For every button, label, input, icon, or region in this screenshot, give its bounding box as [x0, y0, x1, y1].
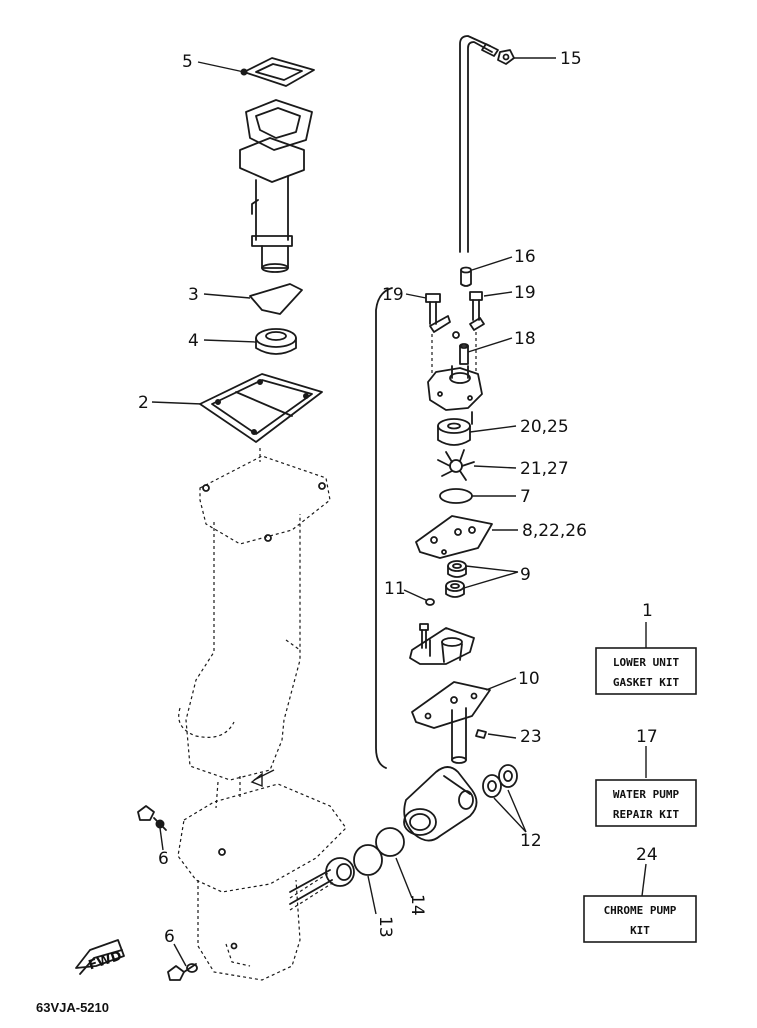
part-16-grommet [460, 266, 472, 287]
callout-1: 1 [642, 601, 653, 621]
kit-gasket-line1: LOWER UNIT [613, 656, 680, 669]
kit-water-pump-line1: WATER PUMP [613, 788, 680, 801]
impeller [437, 449, 475, 481]
upper-casing-outline [178, 448, 331, 781]
kit-gasket-line2: GASKET KIT [613, 676, 680, 689]
part-2-gasket [199, 373, 323, 443]
part-4-grommet [255, 328, 297, 355]
kit-gasket-box: LOWER UNIT GASKET KIT [595, 647, 697, 695]
callout-11: 11 [384, 579, 406, 599]
part-5-gasket [240, 57, 315, 87]
kit-chrome-pump-line1: CHROME PUMP [604, 904, 677, 917]
part-6-screw-upper [137, 805, 167, 831]
diagram-code: 63VJA-5210 [36, 1000, 109, 1015]
callout-6-lower: 6 [164, 927, 175, 947]
callout-14: 14 [407, 894, 427, 916]
bearing-housing-assembly [289, 764, 518, 905]
callout-10: 10 [518, 669, 540, 689]
callout-9: 9 [520, 565, 531, 585]
kit-water-pump-line2: REPAIR KIT [613, 808, 680, 821]
kit-chrome-pump-line2: KIT [630, 924, 650, 937]
callout-16: 16 [514, 247, 536, 267]
callout-labels: 5 3 4 2 6 6 15 16 19 19 18 20,25 21,27 7… [138, 49, 658, 947]
callout-2: 2 [138, 393, 149, 413]
callout-23: 23 [520, 727, 542, 747]
water-tube [459, 35, 515, 253]
gearcase [177, 769, 347, 981]
fwd-arrow-icon: FWD [75, 939, 125, 975]
callout-7: 7 [520, 487, 531, 507]
callout-17: 17 [636, 727, 658, 747]
callout-19-right: 19 [514, 283, 536, 303]
callout-20-25: 20,25 [520, 417, 569, 437]
callout-8-22-26: 8,22,26 [522, 521, 587, 541]
callout-13: 13 [375, 916, 395, 938]
callout-18: 18 [514, 329, 536, 349]
leader-lines [151, 57, 647, 967]
exhaust-guide-assembly [239, 99, 313, 273]
callout-5: 5 [182, 52, 193, 72]
callout-19-left: 19 [382, 285, 404, 305]
part-6-screw-lower [167, 963, 198, 981]
callout-3: 3 [188, 285, 199, 305]
part-3-seal [249, 283, 303, 315]
callout-12: 12 [520, 831, 542, 851]
callout-4: 4 [188, 331, 199, 351]
callout-24: 24 [636, 845, 658, 865]
water-pump-assembly [375, 287, 493, 769]
callout-6-upper: 6 [158, 849, 169, 869]
callout-21-27: 21,27 [520, 459, 569, 479]
kit-water-pump-box: WATER PUMP REPAIR KIT [595, 779, 697, 827]
callout-15: 15 [560, 49, 582, 69]
fwd-label: FWD [87, 949, 124, 974]
kit-chrome-pump-box: CHROME PUMP KIT [583, 895, 697, 943]
